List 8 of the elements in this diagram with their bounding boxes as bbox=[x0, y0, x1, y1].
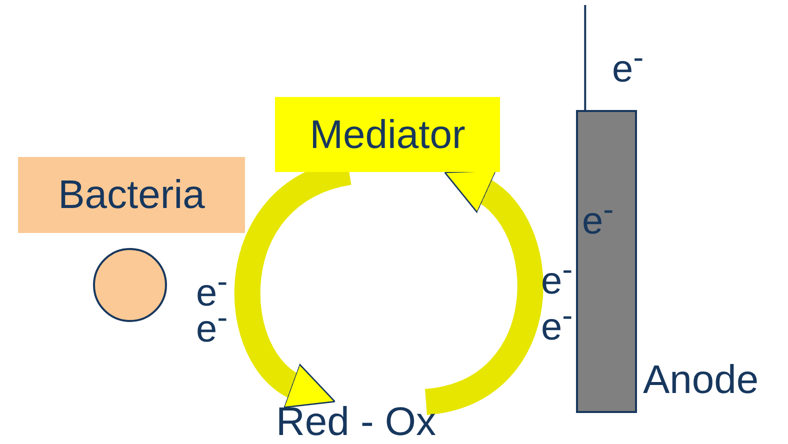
label-box: Mediator bbox=[275, 97, 500, 172]
wire-line bbox=[584, 5, 586, 110]
electron-label: e$^{-}$ bbox=[582, 194, 614, 241]
label-box: Bacteria bbox=[18, 157, 245, 233]
electron-label: e$^{-}$ bbox=[612, 42, 644, 89]
electron-label: e$^{-}$ bbox=[541, 300, 573, 347]
cycle-label: Red - Ox bbox=[276, 402, 436, 442]
electrode-label: Anode bbox=[643, 360, 759, 400]
